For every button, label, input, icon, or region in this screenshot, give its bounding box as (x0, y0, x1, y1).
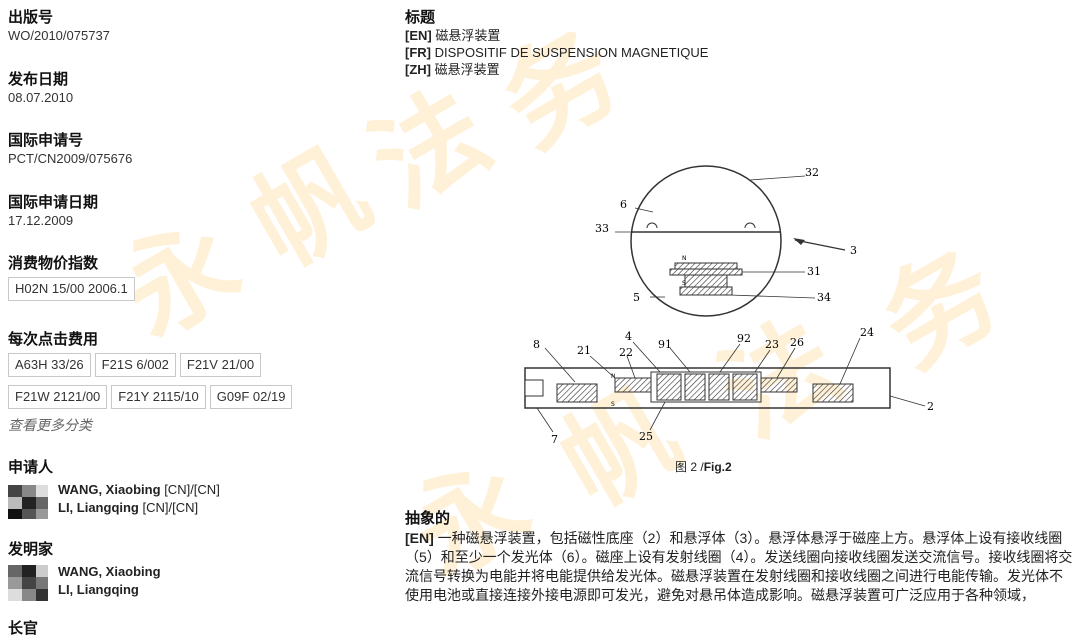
applicant-country: [CN]/[CN] (164, 482, 220, 497)
classification-tag[interactable]: F21S 6/002 (94, 353, 176, 377)
applicant-name[interactable]: LI, Liangqing (58, 500, 139, 515)
figure-label: 24 (860, 326, 874, 339)
pub-no-value: WO/2010/075737 (8, 28, 110, 43)
pole-n-label: N (682, 255, 687, 262)
classification-tag[interactable]: F21V 21/00 (179, 353, 262, 377)
applicant-country: [CN]/[CN] (142, 500, 199, 515)
lang-tag: [EN] (405, 28, 432, 43)
abstract-text: [EN] 一种磁悬浮装置，包括磁性底座（2）和悬浮体（3）。悬浮体悬浮于磁座上方… (405, 529, 1073, 605)
figure-label: 5 (633, 291, 640, 304)
app-date-value: 17.12.2009 (8, 213, 74, 228)
figure-label: 26 (790, 336, 804, 349)
applicants-label: 申请人 (8, 459, 54, 476)
inventor-name[interactable]: WANG, Xiaobing (58, 564, 161, 579)
figure-label: 33 (595, 222, 609, 235)
figure-label: 23 (765, 338, 779, 351)
caption-fig: Fig.2 (703, 460, 732, 474)
title-text: DISPOSITIF DE SUSPENSION MAGNETIQUE (434, 45, 709, 60)
title-en: [EN] 磁悬浮装置 (405, 27, 708, 44)
pole-s-label: S (611, 401, 615, 408)
classification-tag[interactable]: H02N 15/00 2006.1 (8, 277, 135, 301)
figure-label: 6 (620, 198, 627, 211)
figure-caption: 图 2 /Fig.2 (675, 458, 732, 475)
patent-figure[interactable]: N S 32 6 33 3 31 5 34 N S (515, 160, 975, 450)
applicant-name[interactable]: WANG, Xiaobing (58, 482, 161, 497)
title-text: 磁悬浮装置 (435, 28, 501, 43)
classification-tag[interactable]: A63H 33/26 (8, 353, 91, 377)
app-no-value: PCT/CN2009/075676 (8, 151, 133, 166)
pole-s-label: S (682, 280, 686, 287)
pub-date-value: 08.07.2010 (8, 90, 74, 105)
figure-label: 7 (551, 433, 558, 446)
inventor-name[interactable]: LI, Liangqing (58, 582, 139, 597)
app-no-label: 国际申请号 (8, 132, 84, 149)
classification-tag[interactable]: F21Y 2115/10 (111, 385, 206, 409)
classification-tag[interactable]: G09F 02/19 (209, 385, 293, 409)
avatar (8, 481, 50, 521)
abstract-body: 一种磁悬浮装置，包括磁性底座（2）和悬浮体（3）。悬浮体悬浮于磁座上方。悬浮体上… (405, 530, 1073, 603)
caption-prefix: 图 2 / (675, 460, 704, 474)
title-fr: [FR] DISPOSITIF DE SUSPENSION MAGNETIQUE (405, 44, 708, 61)
figure-label: 4 (625, 330, 632, 343)
pub-date-label: 发布日期 (8, 71, 69, 88)
abstract-label: 抽象的 (405, 510, 451, 527)
figure-label: 25 (639, 430, 653, 443)
figure-label: 2 (927, 400, 934, 413)
title-label: 标题 (405, 9, 436, 26)
lang-tag: [FR] (405, 45, 431, 60)
avatar (8, 563, 50, 603)
figure-label: 31 (807, 265, 821, 278)
figure-label: 91 (658, 338, 672, 351)
more-classifications-link[interactable]: 查看更多分类 (8, 417, 92, 433)
figure-label: 92 (737, 332, 751, 345)
lang-tag: [EN] (405, 530, 434, 546)
watermark-char: 帆 (229, 124, 390, 292)
title-zh: [ZH] 磁悬浮装置 (405, 61, 708, 78)
cpi-label: 消费物价指数 (8, 255, 99, 272)
figure-label: 34 (817, 291, 831, 304)
figure-label: 32 (805, 166, 819, 179)
figure-label: 3 (850, 244, 857, 257)
figure-label: 8 (533, 338, 540, 351)
title-text: 磁悬浮装置 (434, 62, 500, 77)
lang-tag: [ZH] (405, 62, 431, 77)
pub-no-label: 出版号 (8, 9, 54, 26)
figure-label: 22 (619, 346, 633, 359)
app-date-label: 国际申请日期 (8, 194, 99, 211)
classification-tag[interactable]: F21W 2121/00 (8, 385, 108, 409)
cost-label: 每次点击费用 (8, 331, 99, 348)
figure-label: 21 (577, 344, 591, 357)
inventors-label: 发明家 (8, 541, 54, 558)
